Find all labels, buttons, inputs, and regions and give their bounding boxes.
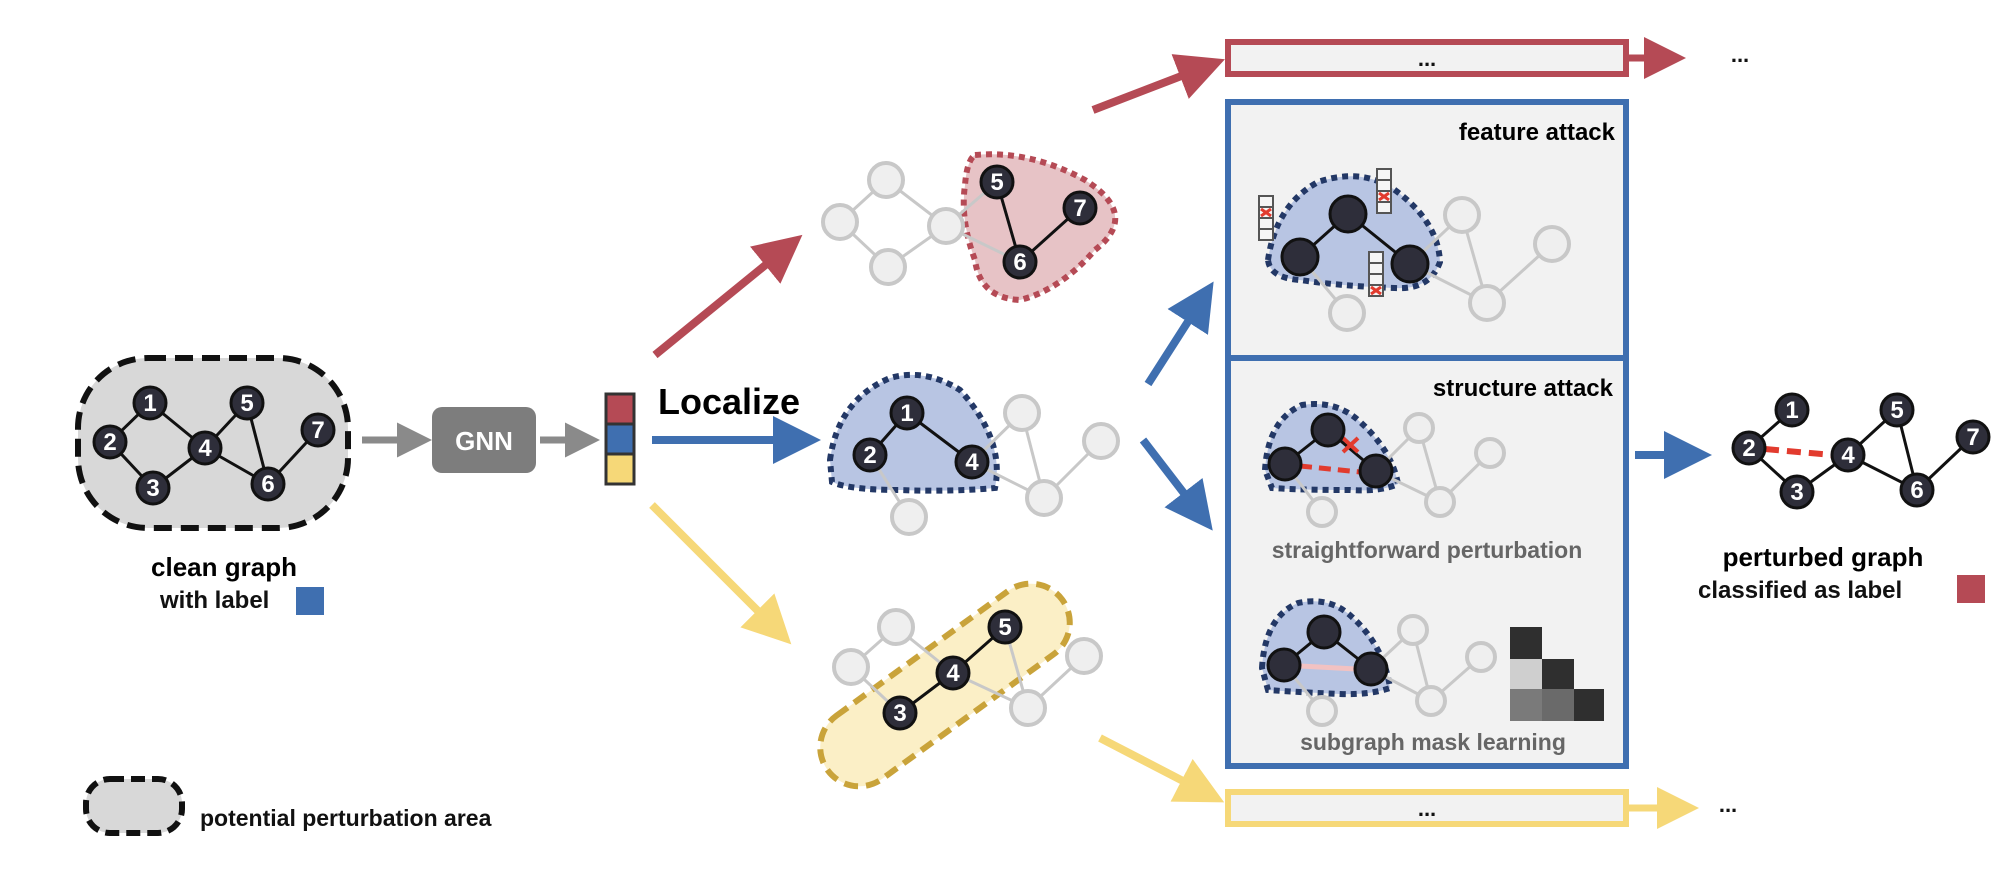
svg-text:5: 5 [998,614,1011,641]
structure-attack-panel: structure attack straightforward perturb… [1258,375,1614,755]
graph-node: 3 [135,470,171,506]
svg-text:7: 7 [1073,195,1086,222]
svg-text:4: 4 [965,449,979,476]
graph-node: 4 [935,655,971,691]
perturbed-graph-title: perturbed graph [1723,542,1924,572]
arrow-blue-to-feature [1144,281,1214,387]
perturbed-graph: 1 2 3 4 5 6 7 perturbed graph classified… [1698,392,1991,604]
graph-node: 4 [187,430,223,466]
arrow-red-to-box [1091,54,1225,114]
graph-node: 1 [132,385,168,421]
feature-attack-panel: feature attack [1258,119,1616,332]
perturbed-edge [1764,446,1833,458]
svg-text:7: 7 [1966,424,1979,451]
graph-node: 4 [1830,437,1866,473]
svg-text:GNN: GNN [455,426,513,456]
svg-text:7: 7 [311,417,324,444]
svg-text:...: ... [1418,796,1436,821]
blue-subgraph: 1 2 4 [826,371,1120,536]
arrow-yellow-to-box [1098,734,1225,803]
svg-text:1: 1 [1785,397,1798,424]
perturbed-graph-subtitle: classified as label [1698,577,1902,604]
graph-node: 7 [300,412,336,448]
localize-label: Localize [658,381,800,422]
graph-node: 7 [1062,190,1098,226]
svg-text:6: 6 [1013,249,1026,276]
graph-node: 6 [1899,472,1935,508]
svg-text:5: 5 [1890,397,1903,424]
structure-attack-title: structure attack [1433,375,1614,402]
svg-text:4: 4 [1841,442,1855,469]
mask-matrix [1510,627,1604,721]
svg-text:6: 6 [261,471,274,498]
legend-area-swatch [83,776,185,836]
svg-text:4: 4 [946,660,960,687]
feature-vector [1376,168,1392,214]
graph-node: 5 [987,609,1023,645]
arrow-yellow-localize [649,502,792,645]
graph-node: 3 [882,695,918,731]
red-subgraph: 5 6 7 [821,151,1119,304]
svg-text:...: ... [1418,46,1436,71]
svg-text:1: 1 [143,390,156,417]
svg-text:2: 2 [103,429,116,456]
svg-text:3: 3 [146,475,159,502]
svg-text:3: 3 [893,700,906,727]
graph-node: 1 [1774,392,1810,428]
graph-node: 7 [1955,419,1991,455]
graph-node: 5 [1879,392,1915,428]
graph-node: 5 [229,385,265,421]
svg-text:1: 1 [900,400,913,427]
label-swatch-red [1957,575,1985,603]
svg-text:6: 6 [1910,477,1923,504]
graph-node: 4 [954,444,990,480]
gnn-block: GNN [432,407,536,473]
feature-attack-title: feature attack [1459,119,1616,146]
graph-node: 2 [852,437,888,473]
prediction-vector [604,392,636,486]
svg-text:2: 2 [1742,435,1755,462]
graph-node: 6 [250,466,286,502]
svg-text:5: 5 [240,390,253,417]
arrow-blue-to-structure [1139,437,1213,531]
arrow-red-localize [652,234,803,359]
legend: potential perturbation area [83,776,492,836]
graph-node: 1 [889,395,925,431]
clean-graph: 1 2 3 4 5 6 7 clean graph with label [75,355,351,615]
graph-node: 3 [1779,474,1815,510]
clean-graph-title: clean graph [151,552,297,582]
legend-label: potential perturbation area [200,805,492,831]
top-ellipsis: ... [1731,42,1749,67]
graph-node: 2 [1731,430,1767,466]
svg-text:3: 3 [1790,479,1803,506]
graph-node: 6 [1002,244,1038,280]
feature-perturb-mark [1260,191,1390,296]
feature-vector [1258,195,1274,241]
graph-node: 5 [979,164,1015,200]
yellow-attack-box: ... [1225,789,1629,827]
red-attack-box: ... [1225,39,1629,77]
clean-graph-subtitle: with label [159,587,269,614]
label-swatch-blue [296,587,324,615]
method-mask-label: subgraph mask learning [1300,729,1566,755]
svg-text:2: 2 [863,442,876,469]
svg-text:5: 5 [990,169,1003,196]
yellow-subgraph: 3 4 5 [817,580,1103,790]
svg-text:4: 4 [198,435,212,462]
bottom-ellipsis: ... [1719,792,1737,817]
method-straightforward-label: straightforward perturbation [1272,537,1583,563]
graph-node: 2 [92,424,128,460]
